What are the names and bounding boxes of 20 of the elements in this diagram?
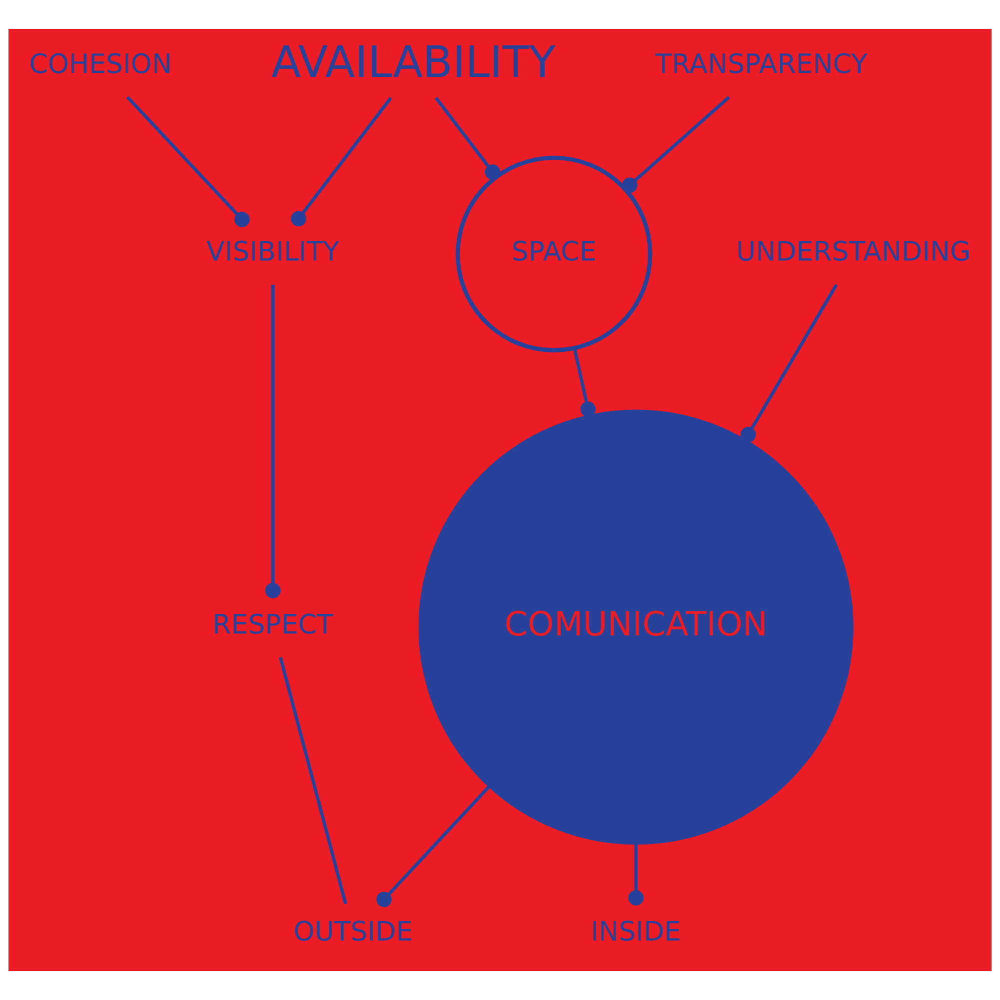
node-text: OUTSIDE xyxy=(293,916,413,948)
connector xyxy=(628,844,644,906)
node-text: TRANSPARENCY xyxy=(655,49,868,80)
node-text: AVAILABILITY xyxy=(271,38,556,88)
connector xyxy=(278,656,348,904)
connector xyxy=(572,348,596,417)
node-text: VISIBILITY xyxy=(206,236,340,268)
node-text: INSIDE xyxy=(590,916,682,948)
connector xyxy=(265,284,281,598)
node-text: COHESION xyxy=(29,49,172,80)
connector xyxy=(290,96,392,226)
node-text: UNDERSTANDING xyxy=(736,236,971,268)
connector xyxy=(126,96,250,228)
connector xyxy=(376,786,490,908)
connector xyxy=(740,284,838,442)
node-circle: COMUNICATION xyxy=(418,410,854,845)
connector xyxy=(434,96,500,180)
connector xyxy=(622,96,730,193)
node-text: RESPECT xyxy=(212,610,334,641)
node-circle: SPACE xyxy=(456,156,652,352)
